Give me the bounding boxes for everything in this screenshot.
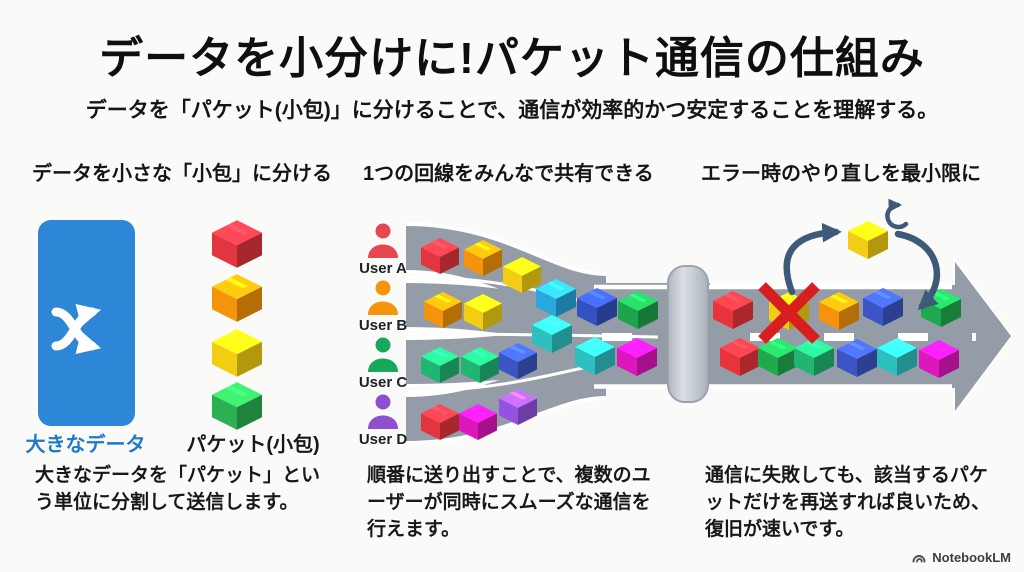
packet-cube <box>212 329 262 377</box>
user-avatar-icon <box>368 223 398 258</box>
packet-cube <box>499 388 537 426</box>
packet-cube <box>421 403 459 441</box>
packet-cube <box>532 315 572 353</box>
packet-label: パケット(小包) <box>186 434 320 456</box>
big-data-block <box>38 220 135 426</box>
caption-retry: 通信に失敗しても、該当するパケットだけを再送すれば良いため、復旧が速いです。 <box>705 465 991 540</box>
pipe-coupler <box>667 265 709 403</box>
packet-cube <box>459 403 497 441</box>
packet-cube <box>461 346 499 384</box>
user-avatar-icon <box>368 337 398 372</box>
user-label: User B <box>359 317 408 334</box>
packet-cube <box>758 338 798 376</box>
page-subtitle: データを「パケット(小包)」に分けることで、通信が効率的かつ安定することを理解す… <box>85 99 939 122</box>
user-avatar-icon <box>368 280 398 315</box>
watermark: NotebookLM <box>911 550 1011 565</box>
resend-packet-cube <box>848 221 888 259</box>
packet-cube <box>212 382 262 430</box>
packet-cube <box>421 346 459 384</box>
user-avatar-icon <box>368 394 398 429</box>
user-label: User D <box>359 431 408 448</box>
packet-cube <box>424 291 462 329</box>
packet-cube <box>877 338 917 376</box>
packet-cube <box>618 291 658 329</box>
page-title: データを小分けに!パケット通信の仕組み <box>99 34 925 83</box>
big-data-label: 大きなデータ <box>25 434 146 456</box>
column-header-share: 1つの回線をみんなで共有できる <box>363 163 654 185</box>
packet-cube <box>503 256 541 294</box>
packet-cube <box>575 337 615 375</box>
packet-cube <box>536 279 576 317</box>
packet-cube <box>819 292 859 330</box>
packet-cube <box>577 288 617 326</box>
packet-cube <box>499 342 537 380</box>
shared-line-retry-graphic: User A User B User C User D <box>359 198 1014 448</box>
watermark-text: NotebookLM <box>932 550 1011 565</box>
packet-cube <box>919 340 959 378</box>
error-x-icon <box>758 282 820 344</box>
column-header-split: データを小さな「小包」に分ける <box>32 163 332 185</box>
retry-up-arrow <box>783 222 842 296</box>
packet-cube <box>464 293 502 331</box>
shuffle-icon <box>51 304 102 354</box>
column-header-retry: エラー時のやり直しを最小限に <box>701 163 981 185</box>
user-label: User A <box>359 260 407 277</box>
packet-cube <box>212 274 262 322</box>
retry-down-arrow <box>894 230 941 310</box>
packet-cube <box>212 220 262 268</box>
packet-cube <box>837 339 877 377</box>
packet-cube <box>713 291 753 329</box>
refresh-icon <box>885 198 909 230</box>
packet-cube <box>617 338 657 376</box>
caption-share: 順番に送り出すことで、複数のユーザーが同時にスムーズな通信を行えます。 <box>367 465 651 540</box>
user-label: User C <box>359 374 408 391</box>
packet-cube <box>863 288 903 326</box>
notebooklm-logo-icon <box>912 554 926 562</box>
packet-cube <box>794 338 834 376</box>
big-data-split-graphic <box>38 220 262 430</box>
caption-split: 大きなデータを「パケット」という単位に分割して送信します。 <box>35 465 321 513</box>
packet-cube <box>720 338 760 376</box>
